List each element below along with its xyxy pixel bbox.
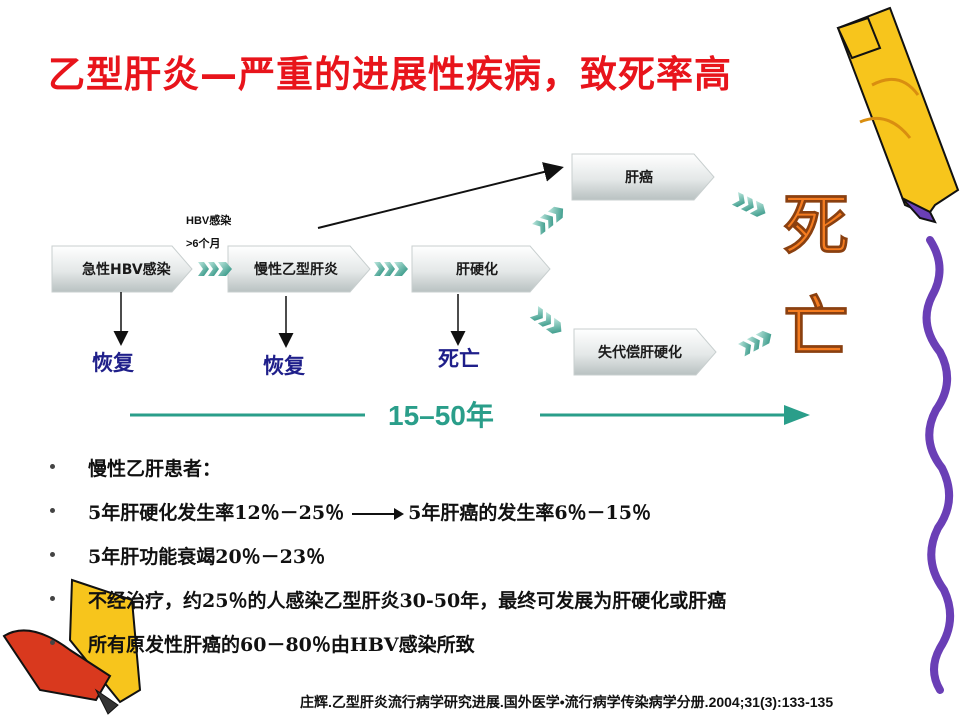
- box-decompensated-cirrhosis-label: 失代偿肝硬化: [598, 344, 682, 361]
- bullet-dot-icon: [50, 464, 55, 469]
- bullet-item: 不经治疗，约25％的人感染乙型肝炎30-50年，最终可发展为肝硬化或肝癌: [50, 584, 930, 628]
- chevron-arrow-icon: [374, 262, 408, 276]
- chevron-arrow-icon: [532, 206, 564, 236]
- bullet-list: 慢性乙肝患者： 5年肝硬化发生率12％－25％ 5年肝癌的发生率6％－15％ 5年…: [50, 452, 930, 672]
- slide-title: 乙型肝炎—严重的进展性疾病，致死率高: [48, 53, 732, 96]
- box-acute-hbv: 急性HBV感染: [51, 245, 193, 293]
- box-acute-hbv-label: 急性HBV感染: [82, 261, 172, 278]
- box-chronic-hepatitis-b-label: 慢性乙型肝炎: [254, 261, 338, 278]
- crayon-top-right-icon: [836, 6, 960, 224]
- bullet-dot-icon: [50, 508, 55, 513]
- citation: 庄辉.乙型肝炎流行病学研究进展.国外医学•流行病学传染病学分册.2004;31(…: [300, 694, 834, 710]
- bullet-item: 所有原发性肝癌的60－80％由HBV感染所致: [50, 628, 930, 672]
- chevron-arrow-icon: [198, 262, 232, 276]
- bullet-item: 5年肝硬化发生率12％－25％ 5年肝癌的发生率6％－15％: [50, 496, 930, 540]
- bullet-text: 不经治疗，约25％的人感染乙型肝炎30-50年，最终可发展为肝硬化或肝癌: [88, 590, 727, 612]
- outcome-acute-recovery: 恢复: [92, 350, 135, 375]
- bullet-dot-icon: [50, 552, 55, 557]
- cirrhosis-incidence: 5年肝硬化发生率12％－25％: [88, 502, 345, 524]
- bullet-text: 5年肝功能衰竭20％－23％: [88, 546, 326, 568]
- timeline: 15–50年: [130, 399, 810, 431]
- direct-arrow-to-liver-cancer: [317, 162, 564, 229]
- outcome-cirrhosis-death: 死亡: [438, 346, 480, 371]
- bullet-dot-icon: [50, 640, 55, 645]
- right-arrow-icon: [352, 508, 405, 520]
- chevron-arrow-icon: [529, 306, 562, 334]
- liver-cancer-incidence: 5年肝癌的发生率6％－15％: [408, 502, 651, 524]
- crayons-bottom-left-icon: [2, 578, 142, 715]
- duration-note-line2: >6个月: [186, 236, 221, 250]
- box-liver-cancer: 肝癌: [571, 153, 715, 201]
- timeline-label: 15–50年: [388, 399, 494, 431]
- box-decompensated-cirrhosis: 失代偿肝硬化: [573, 328, 717, 376]
- bullet-item: 5年肝功能衰竭20％－23％: [50, 540, 930, 584]
- bullet-text: 5年肝硬化发生率12％－25％ 5年肝癌的发生率6％－15％: [88, 498, 651, 525]
- death-character-1: 死: [783, 187, 849, 264]
- chevron-arrow-icon: [731, 192, 766, 217]
- bullet-dot-icon: [50, 596, 55, 601]
- box-chronic-hepatitis-b: 慢性乙型肝炎: [227, 245, 371, 293]
- bullet-item: 慢性乙肝患者：: [50, 452, 930, 496]
- bullet-text: 慢性乙肝患者：: [88, 458, 222, 480]
- death-character-2: 亡: [783, 289, 849, 366]
- outcome-chronic-recovery: 恢复: [263, 353, 306, 378]
- bullet-text: 所有原发性肝癌的60－80％由HBV感染所致: [88, 634, 475, 656]
- box-cirrhosis: 肝硬化: [411, 245, 551, 293]
- chevron-arrow-icon: [738, 330, 772, 357]
- box-liver-cancer-label: 肝癌: [625, 169, 653, 186]
- duration-note-line1: HBV感染: [186, 213, 232, 227]
- purple-squiggle-icon: [922, 236, 954, 694]
- box-cirrhosis-label: 肝硬化: [456, 261, 498, 278]
